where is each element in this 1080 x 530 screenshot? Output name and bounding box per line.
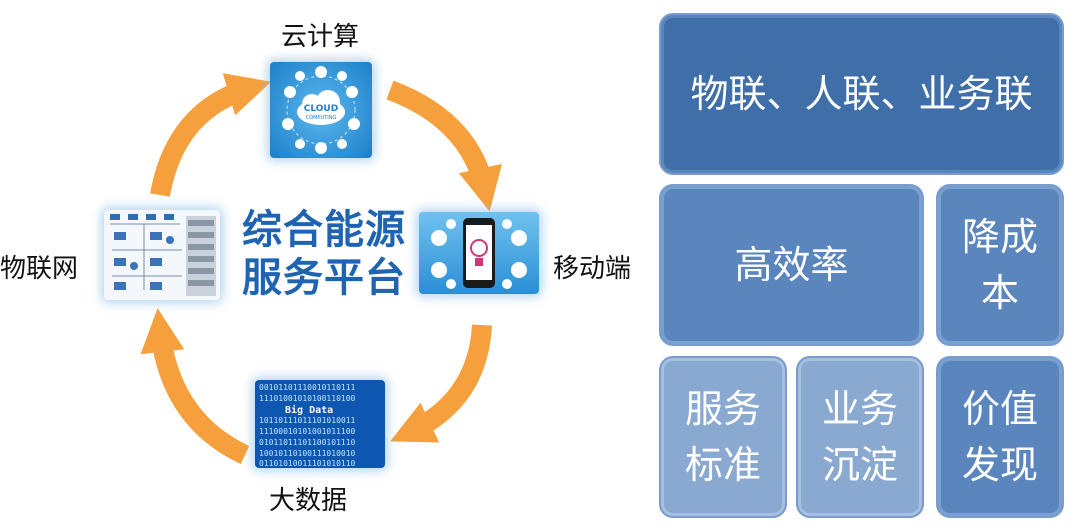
arrow-bottom-left: [140, 308, 250, 465]
svg-text:01011011101100101110: 01011011101100101110: [259, 438, 356, 447]
svg-text:01101010011101010110: 01101010011101010110: [259, 459, 356, 468]
panel-value-discovery: 价值发现: [936, 356, 1064, 518]
center-title: 综合能源 服务平台: [242, 206, 406, 302]
panel-connectivity: 物联、人联、业务联: [659, 13, 1064, 175]
center-title-line1: 综合能源: [242, 207, 406, 253]
cloud-text: CLOUD: [303, 104, 339, 114]
big-data-caption: Big Data: [285, 405, 334, 416]
arrow-top-right: [386, 80, 502, 212]
panel-cost-reduction: 降成本: [936, 184, 1064, 346]
panel-efficiency: 高效率: [659, 184, 924, 346]
panel-service-standard: 服务标准: [659, 356, 787, 518]
arrow-top-left: [150, 73, 272, 197]
cloud-subtext: COMPUTING: [305, 115, 337, 121]
svg-text:10010110100111010010: 10010110100111010010: [259, 449, 356, 458]
big-data-icon: 00101101110010110111 1110100101010011010…: [255, 380, 385, 468]
panel-business-accumulation: 业务沉淀: [796, 356, 924, 518]
label-iot: 物联网: [0, 254, 79, 284]
svg-text:11100010101001011100: 11100010101001011100: [259, 427, 356, 436]
mobile-app-icon: [419, 212, 539, 294]
label-big-data: 大数据: [269, 486, 348, 516]
svg-text:00101101110010110111: 00101101110010110111: [259, 383, 356, 392]
label-mobile: 移动端: [553, 254, 632, 284]
center-title-line2: 服务平台: [242, 255, 406, 301]
label-cloud-computing: 云计算: [281, 22, 360, 52]
iot-network-icon: [104, 210, 220, 300]
cloud-computing-icon: CLOUD COMPUTING: [270, 62, 372, 158]
svg-text:10110111011101010011: 10110111011101010011: [259, 416, 356, 425]
arrow-bottom-right: [390, 324, 492, 443]
svg-text:11101001010100110100: 11101001010100110100: [259, 394, 356, 403]
